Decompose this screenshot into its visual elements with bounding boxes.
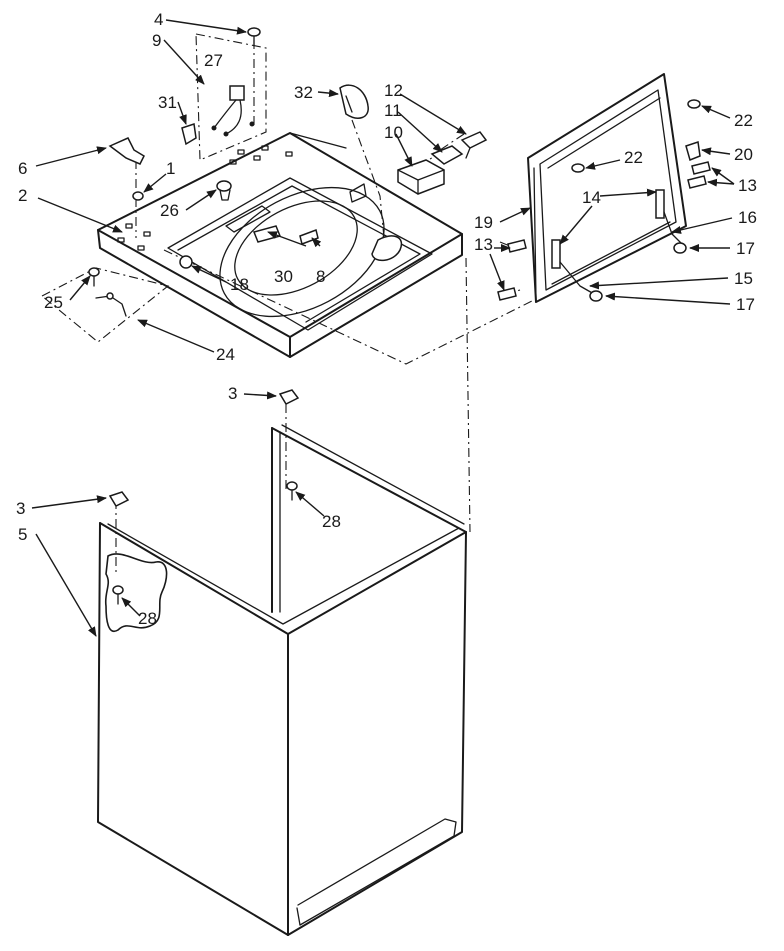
grommet-part-18 bbox=[179, 255, 193, 269]
callout-1: 1 bbox=[166, 159, 175, 178]
cabinet-cutaway bbox=[104, 553, 168, 633]
wire-part-30 bbox=[252, 225, 282, 243]
callout-9: 9 bbox=[152, 31, 161, 50]
callout-4: 4 bbox=[154, 10, 163, 29]
screw-part-25 bbox=[88, 267, 100, 287]
callout-24: 24 bbox=[216, 345, 235, 364]
callout-28-upper: 28 bbox=[322, 512, 341, 531]
bumper-part-22-b bbox=[571, 163, 585, 173]
bracket-part-10 bbox=[397, 159, 445, 195]
callout-25: 25 bbox=[44, 293, 63, 312]
callout-18: 18 bbox=[230, 275, 249, 294]
callout-28-lower: 28 bbox=[138, 609, 157, 628]
top-panel bbox=[97, 132, 463, 358]
clip-part-3-lower bbox=[108, 491, 130, 507]
callout-2: 2 bbox=[18, 186, 27, 205]
screw-part-28-lower bbox=[112, 585, 124, 605]
lid bbox=[527, 73, 687, 303]
latch-part-20 bbox=[685, 141, 701, 162]
bracket-part-6 bbox=[108, 137, 145, 165]
callout-11: 11 bbox=[384, 101, 402, 120]
callout-13-right: 13 bbox=[738, 176, 757, 195]
callout-5: 5 bbox=[18, 525, 27, 544]
callout-31: 31 bbox=[158, 93, 177, 112]
assembly-lines bbox=[41, 33, 535, 574]
switch-part-11 bbox=[430, 145, 464, 165]
screw-part-13-left bbox=[497, 239, 527, 301]
clip-part-31 bbox=[181, 123, 197, 146]
callout-19: 19 bbox=[474, 213, 493, 232]
callout-12: 12 bbox=[384, 81, 403, 100]
cap-part-17-a bbox=[673, 242, 687, 254]
callout-6: 6 bbox=[18, 159, 27, 178]
callout-3-upper: 3 bbox=[228, 384, 237, 403]
cap-part-17-b bbox=[589, 290, 603, 302]
callout-3-lower: 3 bbox=[16, 499, 25, 518]
clip-part-3-upper bbox=[278, 389, 300, 405]
leader-lines bbox=[31, 19, 735, 637]
cabinet bbox=[97, 424, 467, 936]
screw-part-1 bbox=[132, 191, 144, 201]
callout-13-left: 13 bbox=[474, 235, 493, 254]
callout-17-b: 17 bbox=[736, 295, 755, 314]
callout-labels: 4 9 27 31 6 1 2 26 32 12 11 10 30 8 18 2… bbox=[16, 10, 757, 628]
callout-27: 27 bbox=[204, 51, 223, 70]
grommet-part-26 bbox=[216, 180, 232, 201]
screw-part-4 bbox=[247, 27, 261, 47]
callout-20: 20 bbox=[734, 145, 753, 164]
callout-10: 10 bbox=[384, 123, 403, 142]
callout-22-a: 22 bbox=[734, 111, 753, 130]
bumper-part-22-a bbox=[687, 99, 701, 109]
wire-harness-part-27 bbox=[211, 85, 255, 137]
harness-part-24 bbox=[95, 292, 127, 317]
callout-17-a: 17 bbox=[736, 239, 755, 258]
callout-15: 15 bbox=[734, 269, 753, 288]
callout-16: 16 bbox=[738, 208, 757, 227]
callout-26: 26 bbox=[160, 201, 179, 220]
callout-8: 8 bbox=[316, 267, 325, 286]
callout-30: 30 bbox=[274, 267, 293, 286]
callout-14: 14 bbox=[582, 188, 601, 207]
hinge-cover-part-32 bbox=[339, 84, 369, 119]
callout-32: 32 bbox=[294, 83, 313, 102]
screw-part-13-right bbox=[687, 161, 711, 189]
callout-22-b: 22 bbox=[624, 148, 643, 167]
hinge-part-12 bbox=[460, 131, 488, 159]
screw-part-28-upper bbox=[286, 481, 298, 501]
